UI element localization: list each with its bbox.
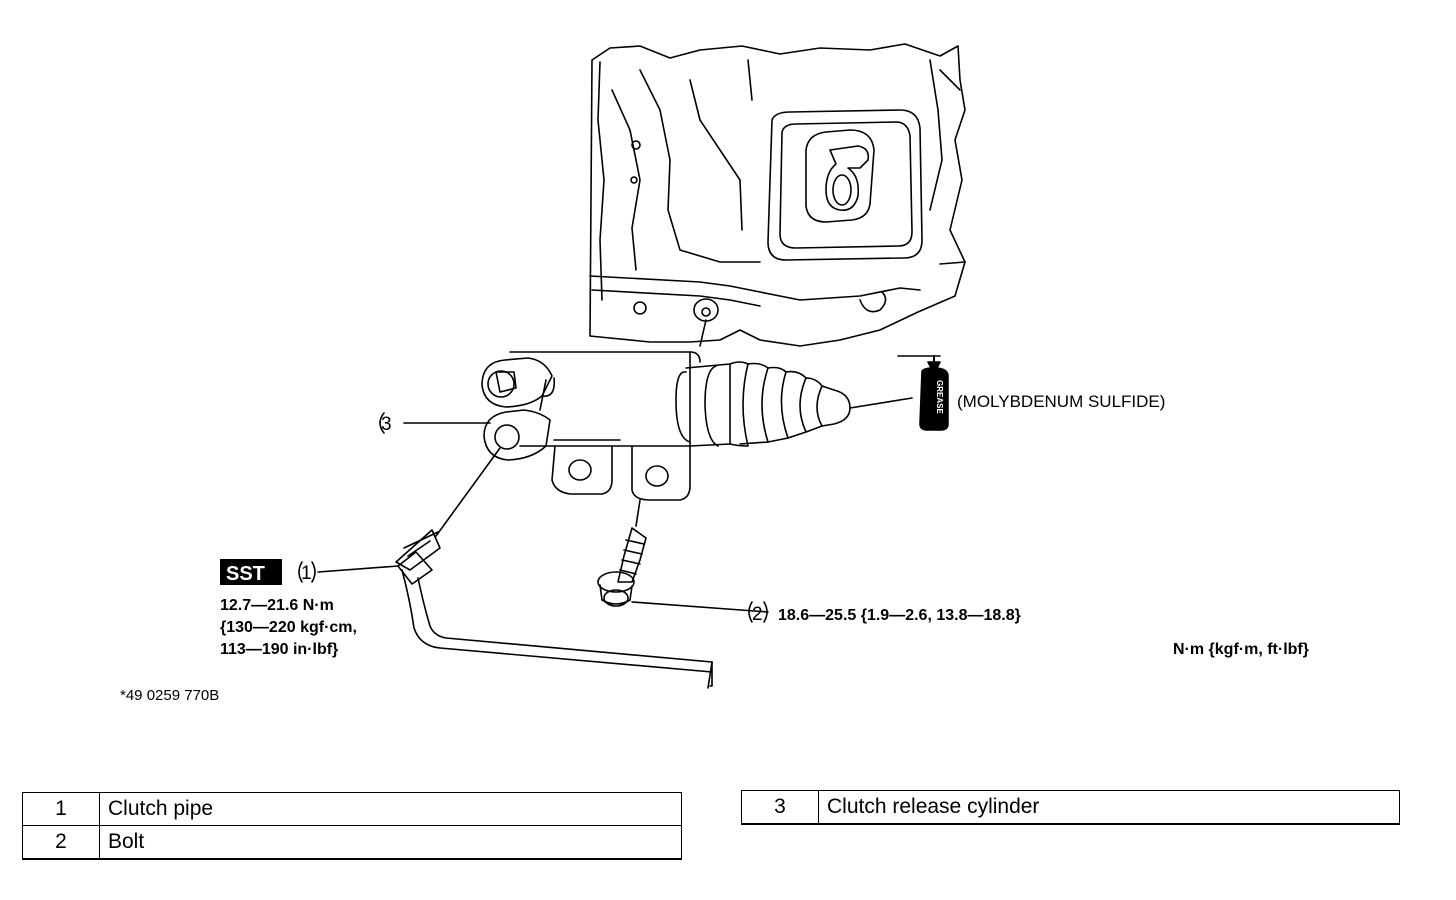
part-number-cell: 1 bbox=[22, 792, 100, 826]
sst-badge-label: SST bbox=[226, 563, 265, 585]
bolt bbox=[597, 499, 647, 607]
clutch-pipe-torque-line-3: 113—190 in·lbf} bbox=[220, 641, 338, 658]
parts-table-right: 3 Clutch release cylinder bbox=[741, 790, 1400, 825]
sst-part-number: *49 0259 770B bbox=[120, 687, 219, 704]
callout-3: 3 bbox=[381, 414, 392, 435]
part-number-cell: 3 bbox=[741, 790, 819, 825]
clutch-release-cylinder-diagram: GREASE 3 1 2 SST 12.7—21.6 N·m {130—220 … bbox=[120, 43, 1309, 704]
leader-lines bbox=[317, 319, 941, 613]
part-name-cell: Bolt bbox=[99, 825, 682, 860]
dust-boot bbox=[675, 361, 913, 447]
clutch-pipe-torque-line-1: 12.7—21.6 N·m bbox=[220, 597, 334, 614]
part-number-cell: 2 bbox=[22, 825, 100, 860]
release-cylinder-body bbox=[481, 351, 701, 501]
callout-2: 2 bbox=[752, 604, 763, 625]
table-row: 1 Clutch pipe bbox=[22, 792, 682, 826]
callout-1: 1 bbox=[301, 563, 312, 584]
clutch-pipe-torque-line-2: {130—220 kgf·cm, bbox=[220, 619, 357, 636]
part-name-cell: Clutch release cylinder bbox=[818, 790, 1400, 825]
torque-units: N·m {kgf·m, ft·lbf} bbox=[1173, 641, 1309, 658]
part-name-cell: Clutch pipe bbox=[99, 792, 682, 826]
table-row: 2 Bolt bbox=[22, 825, 682, 860]
bolt-torque: 18.6—25.5 {1.9—2.6, 13.8—18.8} bbox=[778, 607, 1021, 624]
grease-can bbox=[919, 355, 949, 431]
table-row: 3 Clutch release cylinder bbox=[741, 790, 1400, 825]
grease-type: (MOLYBDENUM SULFIDE) bbox=[957, 392, 1165, 411]
grease-can-label: GREASE bbox=[935, 380, 944, 414]
sst-badge bbox=[220, 559, 282, 585]
callout-markers bbox=[298, 412, 768, 623]
clutch-pipe bbox=[395, 447, 713, 689]
transmission-housing bbox=[589, 43, 966, 347]
parts-table-left: 1 Clutch pipe 2 Bolt bbox=[22, 792, 682, 860]
